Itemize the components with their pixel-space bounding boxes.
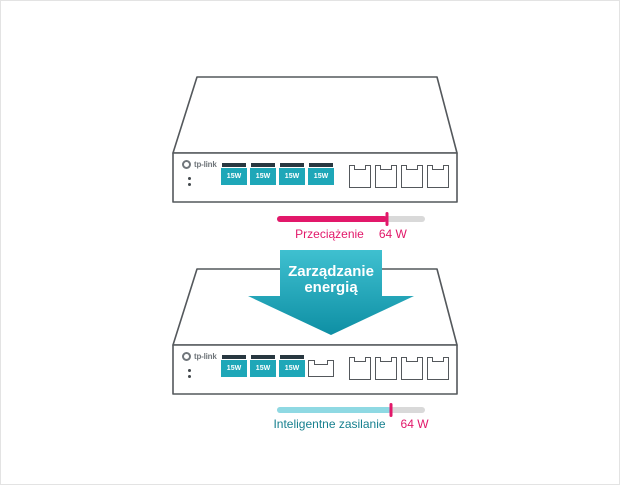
led-indicator — [188, 177, 191, 180]
ethernet-port — [401, 165, 423, 188]
led-indicator — [188, 369, 191, 372]
tp-link-logo-icon — [182, 352, 191, 361]
led-indicator — [188, 375, 191, 378]
ethernet-port — [427, 357, 449, 380]
poe-port-empty — [308, 360, 334, 377]
ethernet-port — [427, 165, 449, 188]
tp-link-logo: tp-link — [182, 352, 217, 361]
smart-power-threshold-marker — [389, 403, 393, 417]
smart-power-caption: Inteligentne zasilanie 64 W — [161, 417, 541, 431]
overload-threshold-marker — [385, 212, 389, 226]
ethernet-port — [375, 165, 397, 188]
poe-port-label: 15W — [255, 365, 271, 372]
tp-link-logo-icon — [182, 160, 191, 169]
poe-port-active: 15W — [221, 355, 247, 377]
poe-port-active: 15W — [308, 163, 334, 185]
poe-port-label: 15W — [255, 173, 271, 180]
poe-port-active: 15W — [279, 163, 305, 185]
smart-power-progress-bar — [277, 403, 425, 417]
status-leds — [188, 177, 191, 186]
poe-port-label: 15W — [226, 365, 242, 372]
smart-power-label: Inteligentne zasilanie — [273, 417, 386, 431]
overload-label: Przeciążenie — [295, 227, 364, 241]
switch-top-lid — [172, 76, 458, 154]
poe-port-active: 15W — [250, 163, 276, 185]
ethernet-port — [401, 357, 423, 380]
switch-bottom-front-panel: tp-link 15W 15W 15W — [173, 345, 457, 394]
brand-text: tp-link — [194, 160, 217, 169]
brand-text: tp-link — [194, 352, 217, 361]
overload-caption: Przeciążenie 64 W — [161, 227, 541, 241]
arrow-caption: Zarządzanie energią — [231, 264, 431, 296]
ethernet-port — [349, 165, 371, 188]
poe-port-label: 15W — [226, 173, 242, 180]
tp-link-logo: tp-link — [182, 160, 217, 169]
poe-port-active: 15W — [279, 355, 305, 377]
arrow-caption-line1: Zarządzanie — [288, 263, 374, 280]
overload-bar-fill — [277, 216, 387, 222]
poe-port-active: 15W — [221, 163, 247, 185]
switch-top-front-panel: tp-link 15W 15W 15W 15W — [173, 153, 457, 202]
ethernet-port — [349, 357, 371, 380]
uplink-port-group — [349, 165, 449, 188]
poe-port-active: 15W — [250, 355, 276, 377]
smart-power-value: 64 W — [400, 417, 429, 431]
status-leds — [188, 369, 191, 378]
smart-power-bar-fill — [277, 407, 391, 413]
uplink-port-group — [349, 357, 449, 380]
poe-port-label: 15W — [284, 365, 300, 372]
ethernet-port — [375, 357, 397, 380]
overload-value: 64 W — [378, 227, 407, 241]
poe-port-group: 15W 15W 15W 15W — [221, 163, 334, 185]
poe-port-label: 15W — [313, 173, 329, 180]
arrow-caption-line2: energią — [304, 279, 358, 296]
poe-port-group: 15W 15W 15W — [221, 355, 334, 377]
poe-port-label: 15W — [284, 173, 300, 180]
power-management-arrow — [248, 250, 414, 335]
led-indicator — [188, 183, 191, 186]
overload-progress-bar — [277, 212, 425, 226]
